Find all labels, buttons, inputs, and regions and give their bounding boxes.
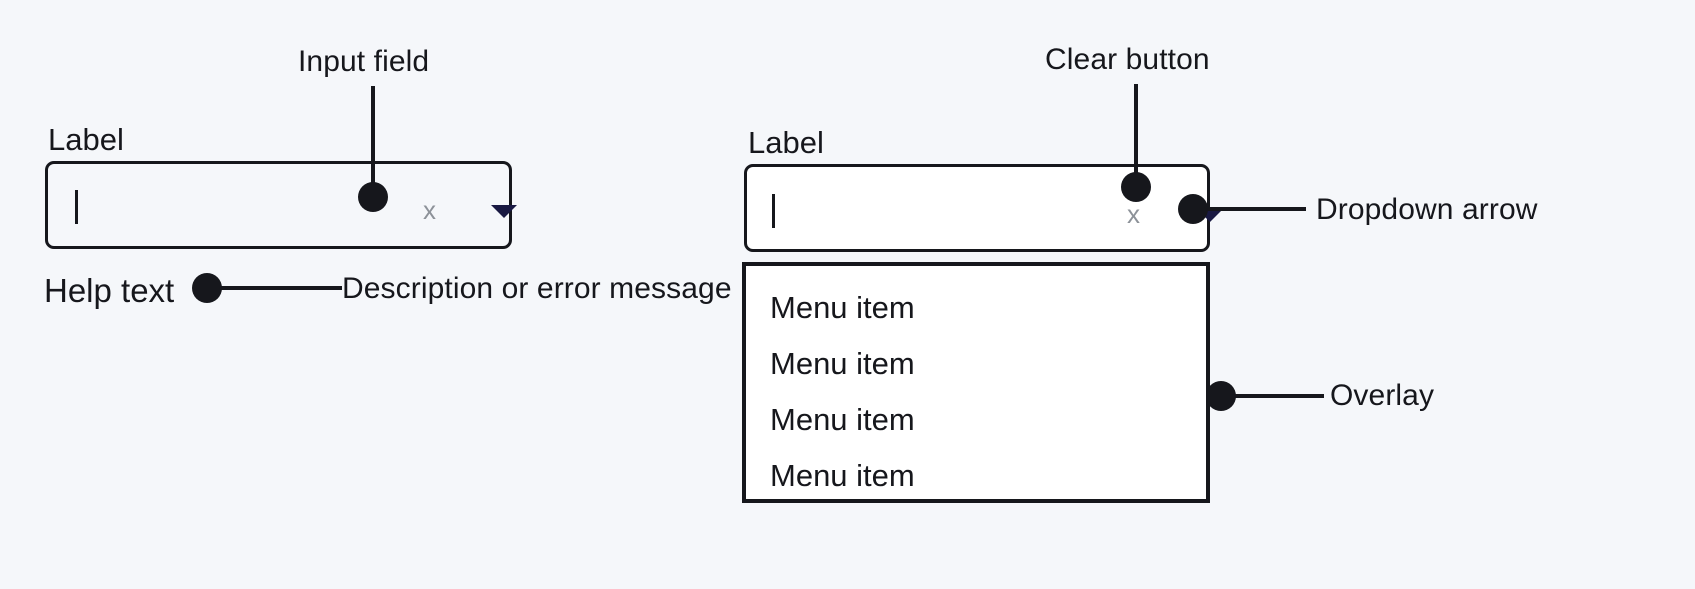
menu-item[interactable]: Menu item — [770, 290, 915, 325]
leader-line-dropdown-arrow — [1202, 207, 1306, 211]
leader-line-overlay — [1230, 394, 1324, 398]
clear-icon-right[interactable]: x — [1127, 199, 1140, 229]
annotation-label-clear-button: Clear button — [1045, 43, 1210, 76]
leader-dot-help-message — [192, 273, 222, 303]
annotation-label-help-message: Description or error message — [342, 272, 732, 305]
leader-dot-clear-button — [1121, 172, 1151, 202]
menu-item[interactable]: Menu item — [770, 458, 915, 493]
clear-icon-left[interactable]: x — [423, 195, 436, 225]
dropdown-arrow-icon-left[interactable] — [491, 205, 517, 218]
annotation-label-dropdown-arrow: Dropdown arrow — [1316, 193, 1538, 226]
menu-item[interactable]: Menu item — [770, 346, 915, 381]
help-text-left: Help text — [44, 272, 175, 309]
leader-dot-overlay — [1206, 381, 1236, 411]
leader-dot-input-field — [358, 182, 388, 212]
field-label-right: Label — [748, 125, 824, 160]
menu-item[interactable]: Menu item — [770, 402, 915, 437]
combobox-closed[interactable]: x — [45, 161, 517, 249]
dropdown-overlay[interactable]: Menu item Menu item Menu item Menu item — [742, 262, 1210, 503]
annotation-label-overlay: Overlay — [1330, 379, 1435, 412]
leader-dot-dropdown-arrow — [1178, 194, 1208, 224]
leader-line-clear-button — [1134, 84, 1138, 188]
leader-line-input-field — [371, 86, 375, 196]
text-caret-left — [75, 190, 78, 224]
annotation-label-input-field: Input field — [298, 45, 430, 78]
field-label-left: Label — [48, 122, 124, 157]
text-caret-right — [772, 194, 775, 228]
leader-line-help-message — [216, 286, 342, 290]
